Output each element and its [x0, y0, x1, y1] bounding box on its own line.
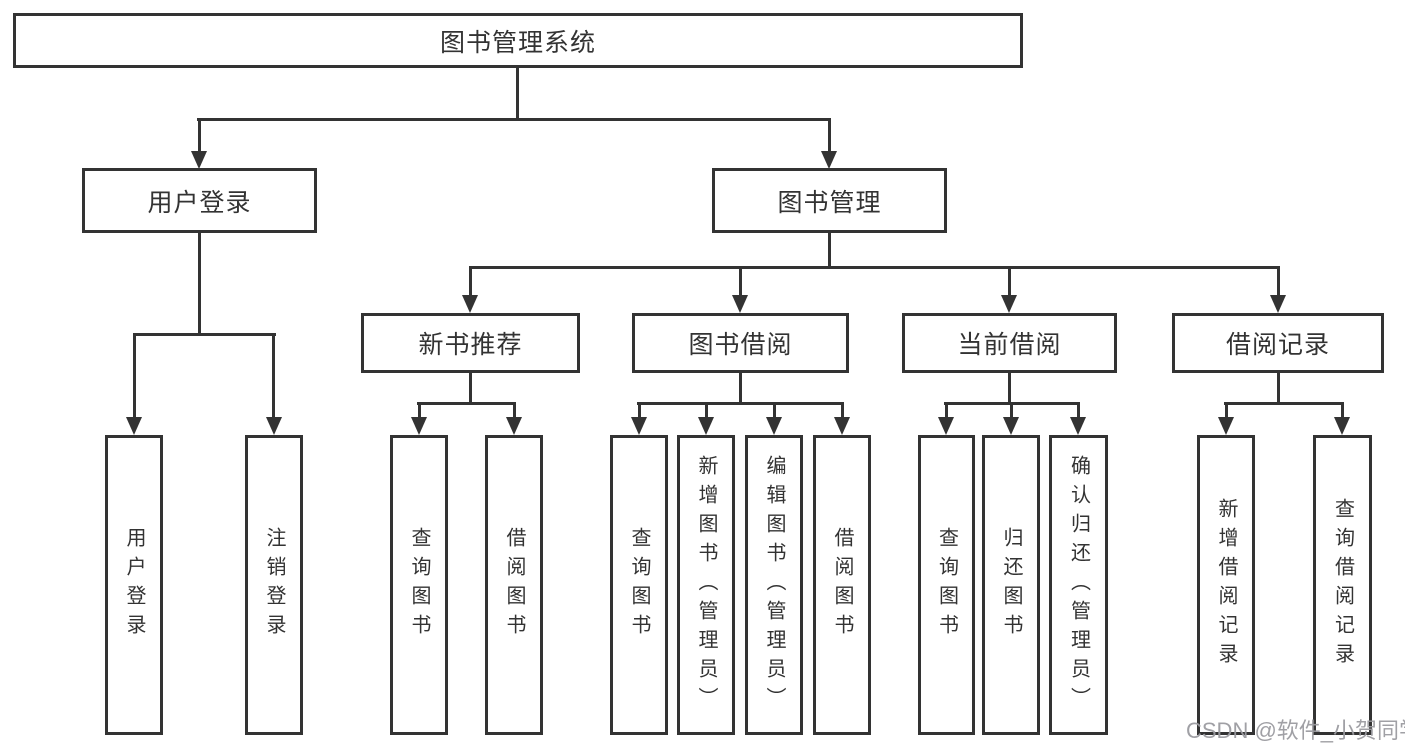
- connector-br-stem: [1277, 371, 1280, 404]
- connector-stem-br-add-record: [1225, 402, 1228, 418]
- connector-stem-nbr-query-books: [418, 402, 421, 418]
- leaf-bb-edit-books-admin: 编辑图书（管理员）: [745, 435, 803, 735]
- connector-stem-bb-borrow-books: [841, 402, 844, 418]
- arrowhead-bb-borrow-books: [834, 417, 850, 435]
- connector-br-hline: [1224, 402, 1344, 405]
- connector-root-stem: [516, 68, 519, 120]
- node-current-borrowing: 当前借阅: [902, 313, 1117, 373]
- connector-stem-current-borrowing: [1008, 266, 1011, 296]
- node-root: 图书管理系统: [13, 13, 1023, 68]
- leaf-logout-label: 注销登录: [263, 527, 285, 643]
- connector-stem-br-query-record: [1341, 402, 1344, 418]
- arrowhead-borrow-records: [1270, 295, 1286, 313]
- arrowhead-cb-query-books: [938, 417, 954, 435]
- arrowhead-current-borrowing: [1001, 295, 1017, 313]
- connector-user-login-stem: [198, 230, 201, 335]
- leaf-bb-edit-books-admin-label: 编辑图书（管理员）: [763, 454, 785, 716]
- connector-cb-stem: [1008, 371, 1011, 404]
- connector-nbr-hline: [417, 402, 516, 405]
- connector-stem-new-book-recommend: [469, 266, 472, 296]
- node-book-management: 图书管理: [712, 168, 947, 233]
- leaf-nbr-borrow-books: 借阅图书: [485, 435, 543, 735]
- node-root-label: 图书管理系统: [439, 28, 596, 57]
- leaf-user-login: 用户登录: [105, 435, 163, 735]
- connector-bb-stem: [739, 371, 742, 404]
- arrowhead-book-management: [821, 151, 837, 169]
- leaf-bb-query-books-label: 查询图书: [628, 527, 650, 643]
- leaf-cb-return-books: 归还图书: [982, 435, 1040, 735]
- leaf-logout: 注销登录: [245, 435, 303, 735]
- node-new-book-recommend: 新书推荐: [361, 313, 580, 373]
- leaf-cb-return-books-label: 归还图书: [1000, 527, 1022, 643]
- leaf-br-add-record-label: 新增借阅记录: [1215, 498, 1237, 672]
- connector-stem-cb-query-books: [945, 402, 948, 418]
- leaf-nbr-borrow-books-label: 借阅图书: [503, 527, 525, 643]
- connector-stem-leaf-logout: [272, 333, 275, 418]
- arrowhead-user-login: [191, 151, 207, 169]
- connector-stem-leaf-user-login: [133, 333, 136, 418]
- arrowhead-bb-query-books: [631, 417, 647, 435]
- leaf-bb-borrow-books-label: 借阅图书: [831, 527, 853, 643]
- connector-book-management-hline: [469, 266, 1280, 269]
- arrowhead-book-borrowing: [732, 295, 748, 313]
- arrowhead-cb-confirm-return: [1070, 417, 1086, 435]
- node-new-book-recommend-label: 新书推荐: [418, 331, 523, 359]
- arrowhead-leaf-user-login: [126, 417, 142, 435]
- node-borrow-records: 借阅记录: [1172, 313, 1384, 373]
- arrowhead-cb-return-books: [1003, 417, 1019, 435]
- connector-bb-hline: [637, 402, 844, 405]
- leaf-bb-query-books: 查询图书: [610, 435, 668, 735]
- leaf-nbr-query-books-label: 查询图书: [408, 527, 430, 643]
- connector-root-hline: [197, 118, 831, 121]
- connector-stem-user-login: [198, 118, 201, 152]
- leaf-cb-query-books: 查询图书: [918, 435, 975, 735]
- leaf-br-add-record: 新增借阅记录: [1197, 435, 1255, 735]
- leaf-br-query-record: 查询借阅记录: [1313, 435, 1372, 735]
- leaf-bb-borrow-books: 借阅图书: [813, 435, 871, 735]
- node-book-borrowing: 图书借阅: [632, 313, 849, 373]
- arrowhead-new-book-recommend: [462, 295, 478, 313]
- arrowhead-bb-edit-books: [766, 417, 782, 435]
- connector-stem-cb-return-books: [1010, 402, 1013, 418]
- connector-stem-borrow-records: [1277, 266, 1280, 296]
- leaf-nbr-query-books: 查询图书: [390, 435, 448, 735]
- arrowhead-nbr-borrow-books: [506, 417, 522, 435]
- connector-stem-bb-add-books: [705, 402, 708, 418]
- connector-book-management-stem: [828, 230, 831, 269]
- leaf-br-query-record-label: 查询借阅记录: [1331, 498, 1354, 672]
- leaf-cb-query-books-label: 查询图书: [935, 527, 958, 643]
- watermark: CSDN @软件_小贺同学: [1186, 718, 1405, 743]
- connector-stem-book-borrowing: [739, 266, 742, 296]
- connector-stem-cb-confirm-return: [1077, 402, 1080, 418]
- arrowhead-br-add-record: [1218, 417, 1234, 435]
- leaf-cb-confirm-return-admin-label: 确认归还（管理员）: [1067, 454, 1090, 716]
- node-user-login: 用户登录: [82, 168, 317, 233]
- leaf-cb-confirm-return-admin: 确认归还（管理员）: [1049, 435, 1108, 735]
- connector-stem-bb-edit-books: [773, 402, 776, 418]
- leaf-user-login-label: 用户登录: [123, 527, 145, 643]
- node-user-login-label: 用户登录: [147, 188, 252, 217]
- connector-nbr-stem: [469, 371, 472, 404]
- connector-user-login-hline: [133, 333, 276, 336]
- arrowhead-bb-add-books: [698, 417, 714, 435]
- leaf-bb-add-books-admin: 新增图书（管理员）: [677, 435, 735, 735]
- node-current-borrowing-label: 当前借阅: [957, 331, 1062, 359]
- connector-stem-book-management: [828, 118, 831, 152]
- arrowhead-br-query-record: [1334, 417, 1350, 435]
- leaf-bb-add-books-admin-label: 新增图书（管理员）: [695, 454, 717, 716]
- node-book-management-label: 图书管理: [777, 188, 882, 217]
- connector-stem-nbr-borrow-books: [513, 402, 516, 418]
- node-book-borrowing-label: 图书借阅: [688, 331, 793, 359]
- arrowhead-leaf-logout: [266, 417, 282, 435]
- arrowhead-nbr-query-books: [411, 417, 427, 435]
- node-borrow-records-label: 借阅记录: [1225, 331, 1330, 359]
- connector-stem-bb-query-books: [638, 402, 641, 418]
